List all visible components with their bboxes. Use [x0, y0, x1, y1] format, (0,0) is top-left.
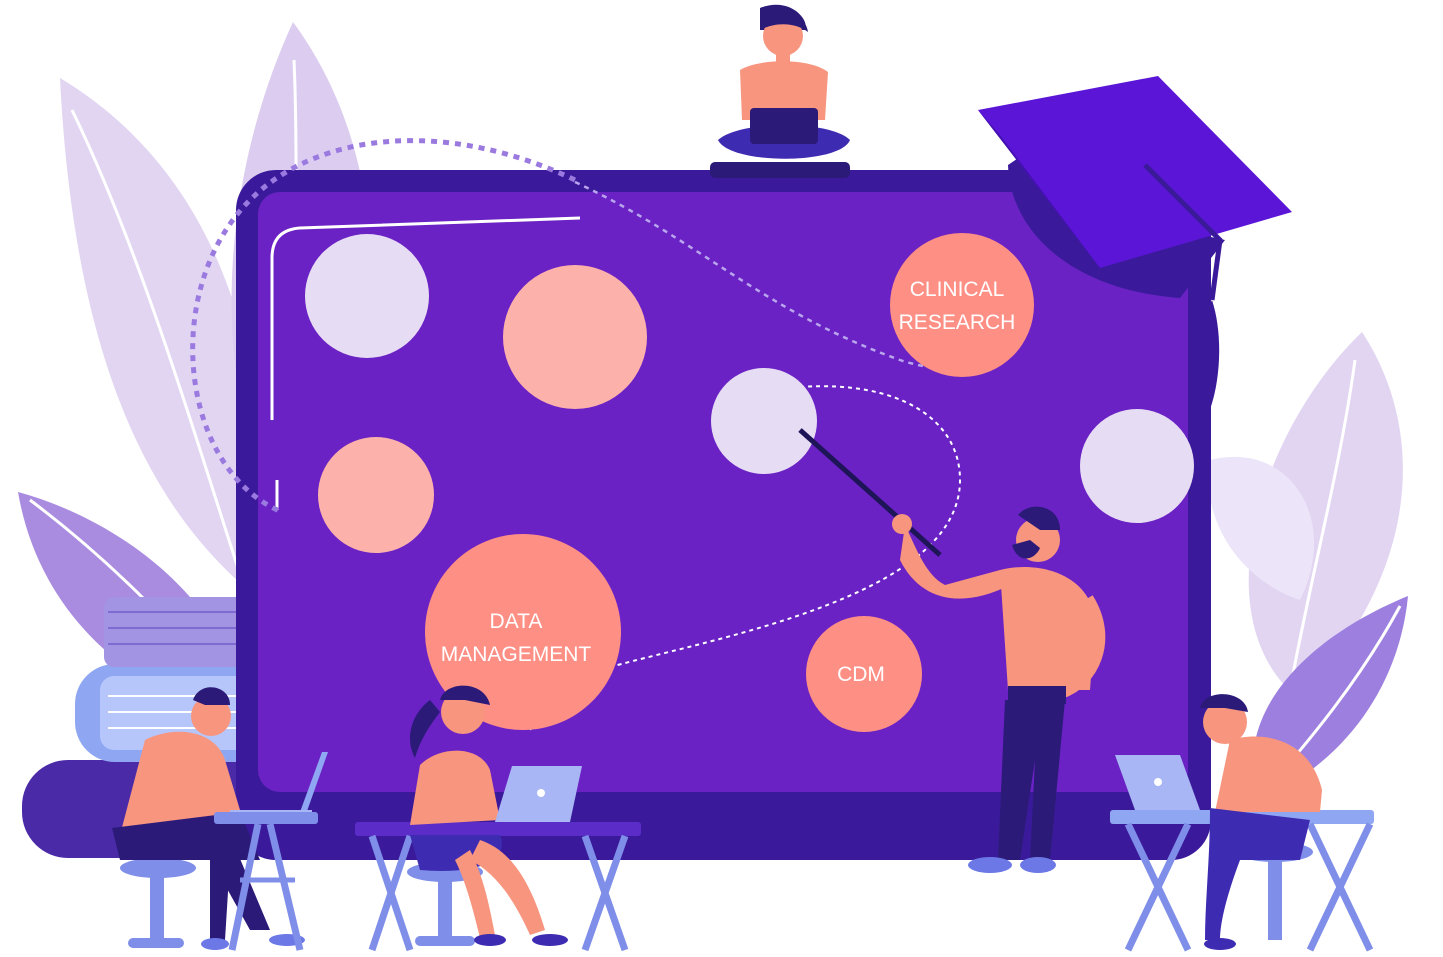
topic-circle	[305, 234, 429, 358]
student-right	[1110, 694, 1374, 952]
topic-circle	[711, 368, 817, 474]
pointer-stick-icon	[798, 428, 942, 557]
laptop-icon	[1115, 755, 1200, 810]
topic-clinical-research: CLINICAL RESEARCH	[890, 233, 1034, 377]
student-left	[112, 687, 328, 951]
data-management-label-line1: DATA	[490, 610, 543, 633]
clinical-research-label-line2: RESEARCH	[899, 311, 1016, 334]
topic-cdm: CDM	[806, 616, 922, 732]
data-management-label-line2: MANAGEMENT	[441, 643, 592, 666]
topic-data-management: DATA MANAGEMENT	[425, 534, 621, 730]
teacher	[798, 428, 1106, 873]
graduation-cap-icon	[978, 76, 1292, 430]
cdm-label: CDM	[837, 663, 885, 686]
laptop-icon	[495, 766, 582, 822]
topic-circle	[503, 265, 647, 409]
leaf-icon	[60, 78, 264, 600]
topic-circle	[318, 437, 434, 553]
clinical-research-label-line1: CLINICAL	[910, 278, 1005, 301]
student-top	[710, 4, 850, 178]
leaf-icon	[1248, 332, 1403, 700]
topic-circle	[1080, 409, 1194, 523]
student-middle	[355, 685, 641, 952]
